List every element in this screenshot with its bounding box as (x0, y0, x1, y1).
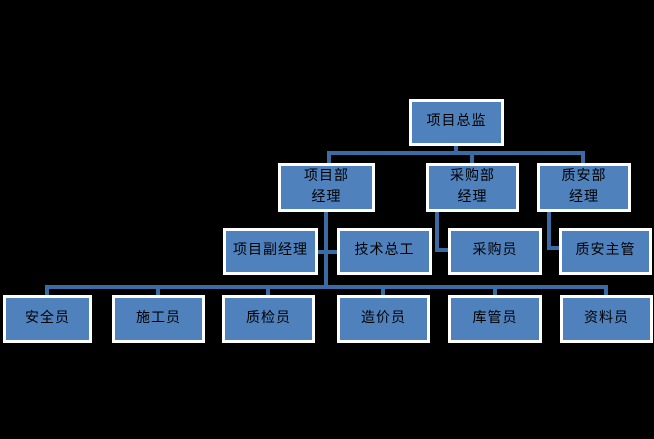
org-node-quality-inspector: 质检员 (222, 295, 315, 343)
connector-line (493, 285, 497, 295)
org-node-label: 安全员 (25, 310, 70, 326)
connector-line (327, 151, 585, 155)
org-node-label: 施工员 (136, 310, 181, 326)
org-node-label: 质检员 (246, 310, 291, 326)
org-node-quality-safety-supervisor: 质安主管 (559, 228, 652, 275)
connector-line (327, 151, 331, 163)
org-node-label: 资料员 (584, 310, 629, 326)
connector-line (435, 212, 439, 252)
org-node-label: 库管员 (472, 310, 518, 326)
connector-line (45, 285, 608, 289)
connector-line (381, 285, 385, 295)
org-node-purchaser: 采购员 (448, 228, 542, 275)
connector-line (470, 155, 474, 163)
org-node-safety-officer: 安全员 (3, 295, 92, 343)
connector-line (266, 285, 270, 295)
org-node-document-controller: 资料员 (560, 295, 653, 343)
connector-line (547, 212, 551, 250)
connector-line (547, 246, 559, 250)
connector-line (156, 285, 160, 295)
connector-line (581, 151, 585, 163)
org-node-label: 质安部 经理 (561, 169, 607, 205)
org-node-label: 技术总工 (354, 243, 415, 259)
org-node-project-director: 项目总监 (409, 99, 504, 146)
org-node-construction-officer: 施工员 (112, 295, 205, 343)
org-node-chief-technical-engineer: 技术总工 (337, 228, 432, 275)
org-node-label: 造价员 (361, 310, 406, 326)
connector-line (318, 250, 338, 254)
org-node-quality-safety-dept-manager: 质安部 经理 (537, 163, 631, 212)
org-node-procurement-dept-manager: 采购部 经理 (426, 163, 519, 212)
org-node-warehouse-keeper: 库管员 (448, 295, 542, 343)
connector-line (604, 285, 608, 295)
org-node-label: 质安主管 (575, 243, 636, 259)
org-node-deputy-project-manager: 项目副经理 (223, 228, 318, 275)
org-node-label: 采购部 经理 (450, 169, 495, 205)
org-node-label: 项目副经理 (233, 243, 308, 259)
org-node-label: 项目总监 (426, 114, 487, 130)
org-node-label: 项目部 经理 (304, 169, 349, 205)
connector-line (45, 285, 49, 295)
org-node-cost-estimator: 造价员 (337, 295, 430, 343)
org-node-label: 采购员 (472, 243, 518, 259)
connector-line (435, 248, 448, 252)
org-node-project-dept-manager: 项目部 经理 (278, 163, 375, 212)
connector-line (454, 146, 458, 155)
